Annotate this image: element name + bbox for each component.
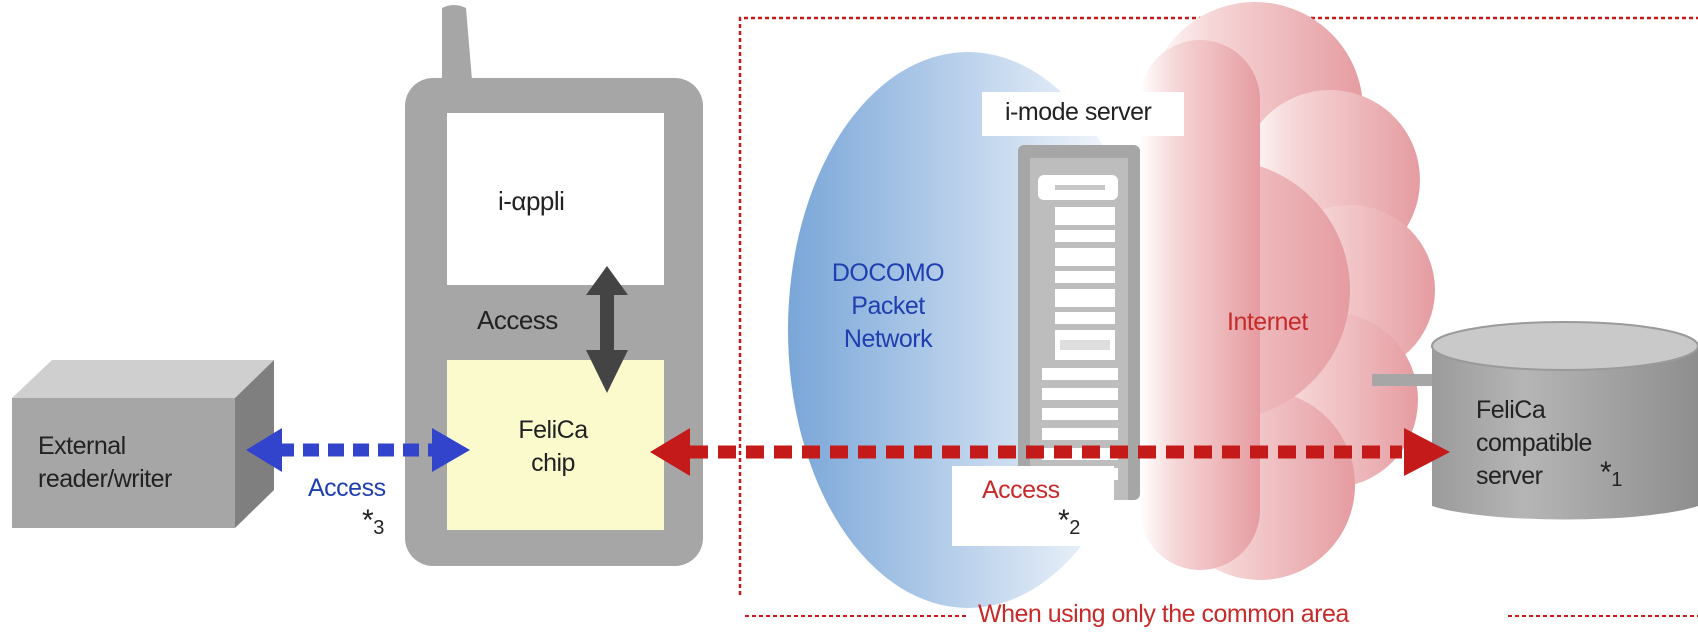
note-number: 2 bbox=[1069, 517, 1080, 539]
imode-server-label: i-mode server bbox=[1005, 98, 1152, 126]
mobile-phone-body bbox=[405, 5, 703, 566]
external-access-arrow bbox=[246, 428, 470, 472]
network-access-arrow bbox=[650, 428, 1450, 476]
note-number: 3 bbox=[373, 517, 384, 539]
network-access-label: Access bbox=[982, 476, 1060, 504]
external-reader-line1: External bbox=[38, 432, 126, 460]
external-reader-line2: reader/writer bbox=[38, 465, 172, 493]
common-area-boundary bbox=[738, 16, 1698, 617]
docomo-line2: Packet bbox=[851, 292, 925, 320]
note-star: * bbox=[1058, 504, 1070, 537]
server-connector bbox=[1372, 374, 1434, 386]
common-area-caption: When using only the common area bbox=[978, 600, 1349, 628]
network-access-note-box bbox=[952, 466, 1114, 546]
felica-server-line1: FeliCa bbox=[1476, 396, 1546, 424]
network-access-note: *2 bbox=[1058, 504, 1080, 540]
external-reader-label: External reader/writer bbox=[38, 430, 172, 496]
docomo-line3: Network bbox=[843, 325, 933, 353]
note-star: * bbox=[1600, 456, 1612, 489]
internet-label: Internet bbox=[1227, 308, 1308, 336]
docomo-line1: DOCOMO bbox=[831, 259, 945, 287]
imode-server-tower bbox=[1018, 145, 1140, 500]
docomo-network-label: DOCOMO Packet Network bbox=[808, 257, 968, 356]
felica-server-label: FeliCa compatible server bbox=[1476, 394, 1592, 493]
felica-chip-line1: FeliCa bbox=[518, 416, 588, 444]
felica-chip-label: FeliCa chip bbox=[498, 414, 608, 480]
external-access-label: Access bbox=[308, 474, 386, 502]
imode-server-label-box bbox=[982, 92, 1184, 136]
internet-cloud-shape bbox=[1090, 2, 1435, 580]
felica-server-line3: server bbox=[1476, 462, 1543, 490]
iappli-label: i-αppli bbox=[498, 186, 565, 216]
note-number: 1 bbox=[1611, 469, 1622, 491]
internal-access-label: Access bbox=[477, 305, 558, 335]
external-access-note: *3 bbox=[362, 504, 384, 540]
felica-server-line2: compatible bbox=[1476, 429, 1592, 457]
external-reader-box bbox=[12, 360, 274, 528]
felica-server-cylinder bbox=[1431, 321, 1698, 520]
note-star: * bbox=[362, 504, 374, 537]
internal-access-arrow bbox=[586, 266, 628, 393]
felica-chip-line2: chip bbox=[531, 449, 575, 477]
felica-server-note: *1 bbox=[1600, 456, 1622, 492]
